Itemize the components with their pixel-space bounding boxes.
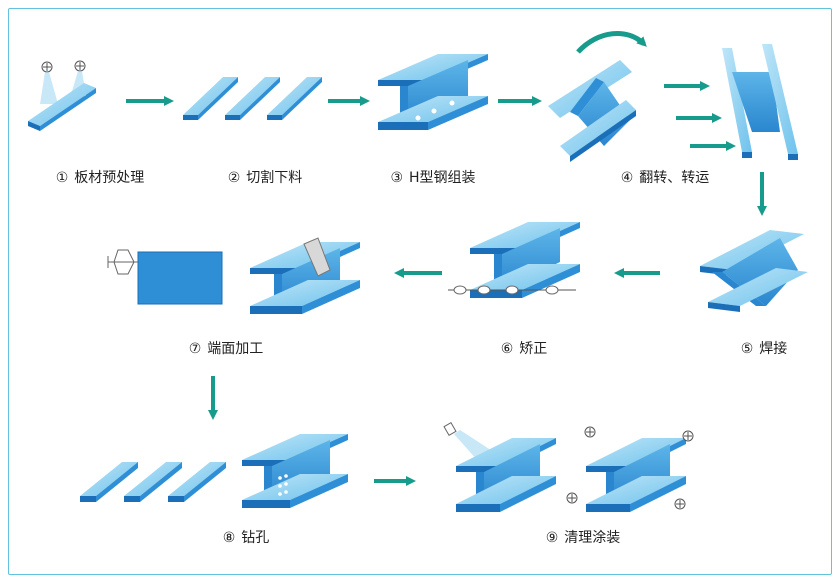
upright-h-beam-illustration	[722, 44, 798, 160]
rotate-arrow-icon	[576, 31, 647, 54]
welding-illustration	[700, 230, 808, 312]
milling-tool-icon	[107, 249, 223, 305]
flip-transport-illustration	[548, 31, 647, 162]
straightening-illustration	[448, 222, 580, 298]
spray-nozzle-icon	[70, 60, 86, 98]
cutting-illustration	[183, 77, 322, 120]
end-machining-illustration	[107, 237, 360, 314]
h-beam-assembly-illustration	[378, 54, 488, 130]
spray-nozzle-icon	[40, 61, 58, 104]
plate-pretreatment-illustration	[28, 60, 96, 131]
cleaning-coating-illustration	[443, 421, 694, 512]
transport-arrows	[664, 81, 736, 151]
flow-arrows	[126, 96, 767, 486]
drilling-illustration	[80, 434, 348, 508]
